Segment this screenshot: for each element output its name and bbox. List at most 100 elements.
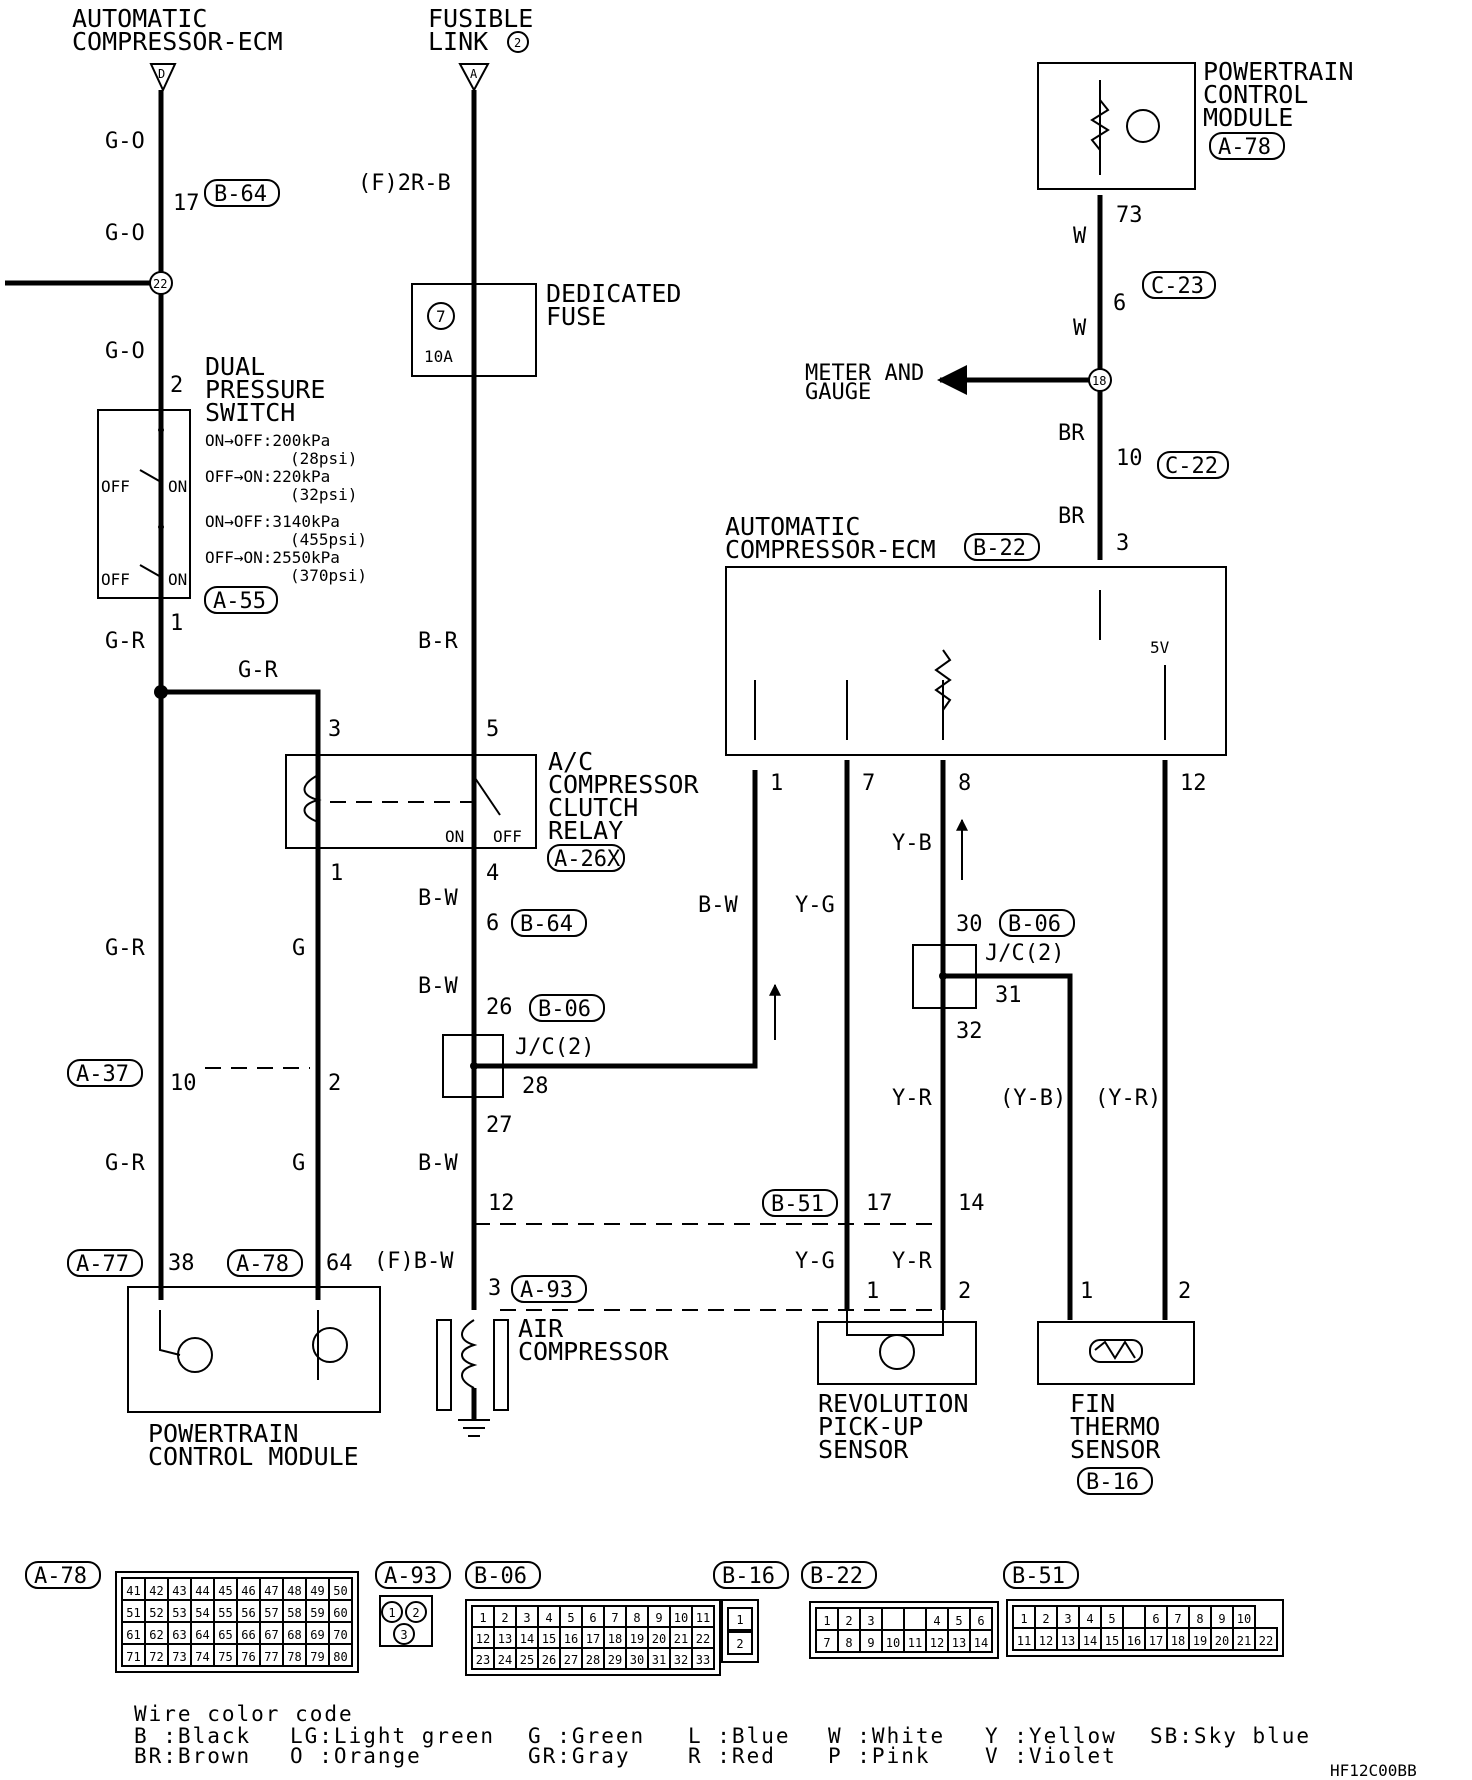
wire-label: B-W: [418, 1151, 458, 1176]
svg-text:49: 49: [310, 1584, 324, 1598]
svg-text:(32psi): (32psi): [290, 485, 357, 504]
pin-cell: 16: [1122, 1627, 1146, 1651]
pin-label: 17: [866, 1191, 893, 1216]
meter-and-gauge: METER AND GAUGE: [805, 361, 924, 405]
connector-a37: A-37: [67, 1059, 143, 1087]
wire-label: W: [1073, 224, 1087, 249]
dedicated-fuse: 7 10A DEDICATED FUSE: [411, 279, 681, 377]
connector-view-label-b22: B-22: [801, 1561, 877, 1589]
svg-text:3: 3: [1064, 1612, 1071, 1626]
air-compressor: AIR COMPRESSOR: [436, 1314, 669, 1437]
svg-text:78: 78: [287, 1650, 301, 1664]
wire-y-b-fin: [943, 973, 1073, 1320]
svg-text:5V: 5V: [1150, 638, 1170, 657]
svg-text:OFF: OFF: [493, 827, 522, 846]
svg-text:70: 70: [333, 1628, 347, 1642]
connector-view-b16: 12: [721, 1599, 759, 1663]
pin-cell: [881, 1607, 905, 1631]
svg-text:2: 2: [412, 1606, 419, 1620]
pin-cell: 27: [559, 1647, 583, 1670]
svg-text:SWITCH: SWITCH: [205, 398, 295, 427]
pin-cell: 6: [581, 1605, 605, 1628]
svg-text:DEDICATED: DEDICATED: [546, 279, 681, 308]
wire-label: B-W: [698, 893, 738, 918]
svg-text:LINK: LINK: [428, 27, 488, 56]
svg-text:19: 19: [1193, 1634, 1207, 1648]
pin-cell: 5: [559, 1605, 583, 1628]
svg-text:1: 1: [823, 1614, 830, 1628]
svg-text:18: 18: [1092, 374, 1106, 388]
pin-cell: 21: [1232, 1627, 1256, 1651]
svg-text:4: 4: [545, 1611, 552, 1625]
svg-text:B :Black: B :Black: [134, 1724, 251, 1748]
svg-text:POWERTRAIN: POWERTRAIN: [1203, 57, 1354, 86]
pin-cell: 22: [1254, 1627, 1278, 1651]
svg-text:33: 33: [696, 1653, 710, 1667]
pin-cell: 13: [1056, 1627, 1080, 1651]
svg-text:PICK-UP: PICK-UP: [818, 1412, 923, 1441]
svg-text:51: 51: [126, 1606, 140, 1620]
svg-text:C-23: C-23: [1151, 274, 1204, 299]
svg-text:CLUTCH: CLUTCH: [548, 793, 638, 822]
svg-text:8: 8: [1196, 1612, 1203, 1626]
svg-text:CONTROL: CONTROL: [1203, 80, 1308, 109]
wire-label: G-O: [105, 221, 145, 246]
pin-label: 6: [486, 911, 499, 936]
pin-label: 27: [486, 1113, 513, 1138]
svg-text:42: 42: [149, 1584, 163, 1598]
pin-cell: 20: [647, 1626, 671, 1649]
svg-text:DUAL: DUAL: [205, 352, 265, 381]
wire-label: B-R: [418, 629, 458, 654]
pin-cell: 8: [625, 1605, 649, 1628]
pin-cell: 72: [144, 1643, 169, 1667]
svg-text:OFF→ON:220kPa: OFF→ON:220kPa: [205, 467, 330, 486]
pin-cell: 19: [1188, 1627, 1212, 1651]
svg-text:(28psi): (28psi): [290, 449, 357, 468]
svg-text:AUTOMATIC: AUTOMATIC: [72, 4, 207, 33]
svg-text:17: 17: [586, 1632, 600, 1646]
svg-text:13: 13: [952, 1636, 966, 1650]
svg-text:22: 22: [1259, 1634, 1273, 1648]
svg-text:B-51: B-51: [771, 1192, 824, 1217]
svg-text:1: 1: [736, 1613, 743, 1627]
svg-text:12: 12: [1039, 1634, 1053, 1648]
wire-label: G-O: [105, 129, 145, 154]
svg-text:3: 3: [523, 1611, 530, 1625]
svg-text:32: 32: [674, 1653, 688, 1667]
svg-text:SB:Sky blue: SB:Sky blue: [1150, 1724, 1311, 1748]
svg-text:5: 5: [955, 1614, 962, 1628]
svg-text:54: 54: [195, 1606, 209, 1620]
pin-cell: 12: [925, 1629, 949, 1653]
svg-text:15: 15: [1105, 1634, 1119, 1648]
svg-text:THERMO: THERMO: [1070, 1412, 1160, 1441]
pin-cell: 25: [515, 1647, 539, 1670]
pin-label: 7: [862, 771, 875, 796]
svg-text:41: 41: [126, 1584, 140, 1598]
ac-compressor-clutch-relay: ON OFF A/C COMPRESSOR CLUTCH RELAY: [285, 747, 699, 849]
wire-label: Y-G: [795, 893, 835, 918]
pin-cell: 10: [1232, 1605, 1256, 1629]
wire-label: (Y-R): [1095, 1086, 1161, 1111]
pin-cell: 14: [969, 1629, 993, 1653]
svg-text:64: 64: [195, 1628, 209, 1642]
svg-text:B-06: B-06: [474, 1564, 527, 1589]
svg-text:10A: 10A: [424, 347, 453, 366]
pin-cell: 59: [305, 1599, 330, 1623]
pin-label: 26: [486, 995, 513, 1020]
svg-text:A-55: A-55: [213, 589, 266, 614]
wire-g-r-to-relay: [161, 689, 321, 1300]
pin-label: 38: [168, 1251, 195, 1276]
svg-text:V :Violet: V :Violet: [985, 1744, 1117, 1768]
connector-a77: A-77: [67, 1249, 143, 1277]
svg-text:D: D: [158, 67, 165, 81]
pin-cell: 63: [167, 1621, 192, 1645]
pin-label: 1: [866, 1279, 879, 1304]
pin-cell: 55: [213, 1599, 238, 1623]
svg-text:A-78: A-78: [34, 1564, 87, 1589]
svg-text:14: 14: [1083, 1634, 1097, 1648]
pin-cell: 45: [213, 1577, 238, 1601]
pin-cell: 24: [493, 1647, 517, 1670]
pin-label: 1: [1080, 1279, 1093, 1304]
svg-text:67: 67: [264, 1628, 278, 1642]
